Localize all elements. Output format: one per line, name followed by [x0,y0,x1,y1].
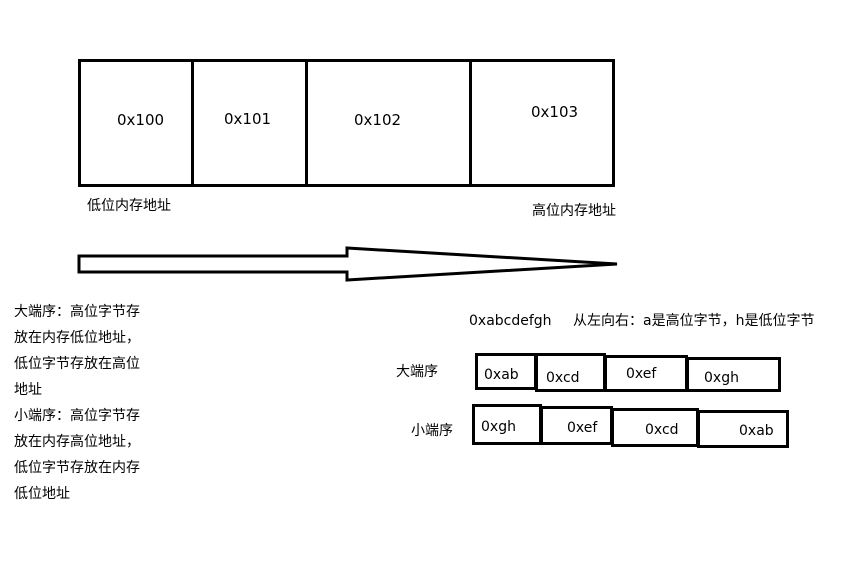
note-line: 地址 [14,382,42,398]
address-label-0x103: 0x103 [531,103,579,121]
little-endian-byte-4 [697,410,789,448]
little-endian-byte-2-text: 0xef [567,420,598,436]
big-endian-byte-4-text: 0xgh [704,370,739,386]
address-label-0x100: 0x100 [117,111,165,129]
little-endian-byte-4-text: 0xab [739,423,774,439]
high-address-label: 高位内存地址 [532,203,616,219]
note-line: 放在内存低位地址， [14,330,140,346]
note-line: 低位字节存放在内存 [14,460,140,476]
note-line: 低位地址 [14,486,70,502]
address-label-0x101: 0x101 [224,110,272,128]
note-line: 小端序：高位字节存 [14,408,140,424]
example-note: 从左向右：a是高位字节，h是低位字节 [573,313,815,329]
note-line: 大端序：高位字节存 [14,304,140,320]
big-endian-byte-3-text: 0xef [626,366,657,382]
endianness-notes: 大端序：高位字节存 放在内存低位地址， 低位字节存放在高位 地址 小端序：高位字… [14,299,174,507]
little-endian-byte-1-text: 0xgh [481,419,516,435]
big-endian-label: 大端序 [396,364,438,380]
big-endian-byte-4 [686,357,781,392]
arrow-outline [77,246,618,282]
address-label-0x102: 0x102 [354,111,402,129]
low-address-label: 低位内存地址 [87,198,171,214]
note-line: 低位字节存放在高位 [14,356,140,372]
memory-cell-0x103 [469,59,615,187]
big-endian-byte-1-text: 0xab [484,367,519,383]
big-endian-byte-2-text: 0xcd [546,370,580,386]
note-line: 放在内存高位地址， [14,434,140,450]
little-endian-byte-3-text: 0xcd [645,422,679,438]
little-endian-label: 小端序 [411,423,453,439]
example-value: 0xabcdefgh [469,313,552,329]
